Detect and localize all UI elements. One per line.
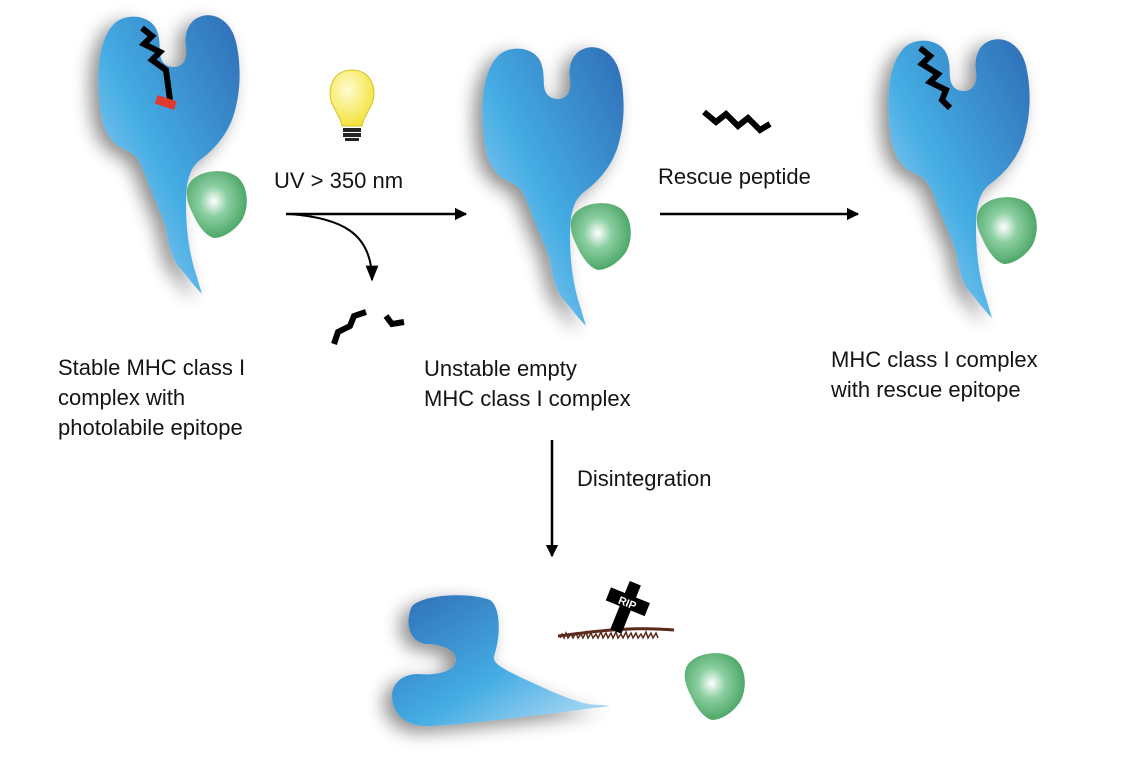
empty-complex-label: Unstable empty MHC class I complex [424,354,631,414]
rescued-complex-label: MHC class I complex with rescue epitope [831,345,1038,405]
disintegrated-heavy-chain [392,595,610,727]
mhc-heavy-chain [888,39,1030,319]
uv-label: UV > 350 nm [274,168,403,193]
stable-mhc-complex [98,15,247,295]
mhc-heavy-chain [482,47,624,327]
cleavage-arrow [289,213,379,282]
disintegration-label: Disintegration [577,466,712,491]
label-line: photolabile epitope [58,415,243,440]
peptide-icon [702,109,772,134]
label-line: Stable MHC class I [58,355,246,380]
rescued-mhc-complex [888,39,1037,319]
label-line: Unstable empty [424,356,577,381]
rescue-label: Rescue peptide [658,164,811,189]
label-line: MHC class I complex [424,386,631,411]
stable-complex-label: Stable MHC class I complex with photolab… [58,353,245,443]
photolabile-peptide-icon [138,25,177,110]
label-line: with rescue epitope [831,377,1021,402]
label-line: MHC class I complex [831,347,1038,372]
free-beta2-microglobulin [684,653,745,720]
label-line: complex with [58,385,186,410]
beta2-microglobulin [186,171,247,238]
mhc-heavy-chain [98,15,240,295]
rescue-peptide-icon [917,45,953,111]
beta2-microglobulin [570,203,631,270]
empty-mhc-complex [482,47,631,327]
rip-cross-icon: RIP [557,580,675,640]
light-bulb-icon [329,69,375,141]
beta2-microglobulin [976,197,1037,264]
cleaved-peptide-fragments-icon [331,309,405,345]
